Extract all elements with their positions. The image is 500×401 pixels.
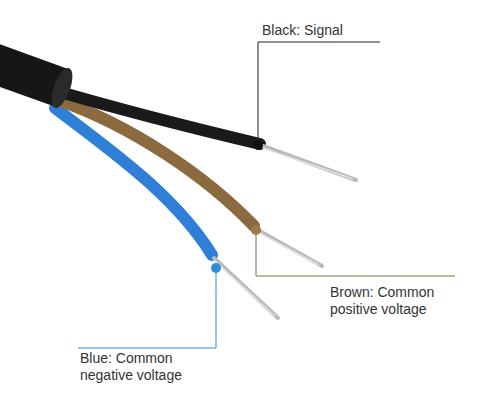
wire-label: Blue: Common negative voltage bbox=[80, 350, 204, 384]
stripped-strands bbox=[263, 146, 356, 180]
wire-label: Black: Signal bbox=[262, 22, 422, 39]
stripped-strands bbox=[214, 258, 278, 318]
callout-dot bbox=[251, 225, 261, 235]
callout-dot bbox=[211, 263, 221, 273]
cable-end bbox=[47, 66, 76, 111]
leader-line bbox=[258, 42, 380, 145]
stripped-strands bbox=[256, 231, 319, 265]
stripped-strands bbox=[263, 148, 353, 179]
stripped-strands bbox=[256, 229, 322, 266]
leader-line bbox=[78, 268, 216, 348]
leader-line bbox=[256, 230, 455, 276]
callout-dot bbox=[253, 140, 263, 150]
stripped-strands bbox=[214, 260, 275, 316]
cable-jacket bbox=[0, 62, 62, 88]
wire-label: Brown: Common positive voltage bbox=[330, 284, 448, 318]
black-wire bbox=[60, 92, 260, 144]
